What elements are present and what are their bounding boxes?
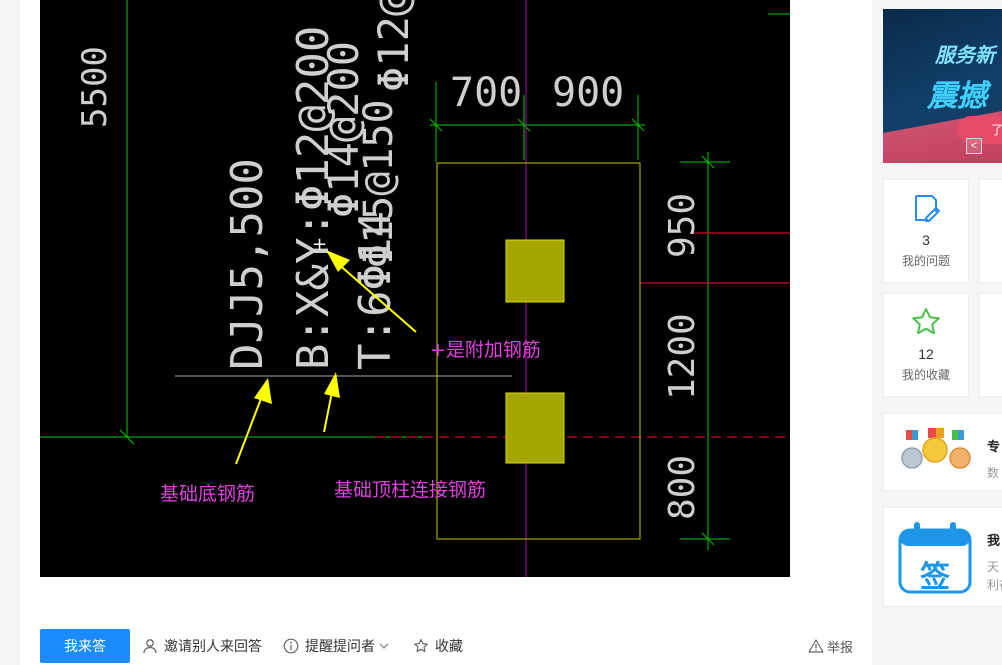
calendar-signin-icon	[898, 522, 972, 594]
answer-action-bar: 我来答 邀请别人来回答 提醒提问者 收藏 举报	[40, 628, 855, 664]
banner-subheadline: 震撼	[927, 80, 987, 113]
remind-label: 提醒提问者	[305, 638, 375, 654]
expert-card-desc: 数	[987, 466, 1000, 480]
report-button[interactable]: 举报	[808, 628, 853, 664]
expert-card-title: 专	[987, 439, 1001, 454]
cad-label-djj: DJJ5,500	[222, 158, 273, 370]
invite-label: 邀请别人来回答	[164, 638, 262, 654]
cad-label-plus: +	[312, 234, 327, 255]
invite-answer-button[interactable]: 邀请别人来回答	[142, 628, 262, 664]
annotation-bottom-rebar: 基础底钢筋	[160, 483, 255, 505]
cad-label-phi14: Φ14@200	[319, 41, 368, 218]
report-label: 举报	[827, 639, 854, 655]
star-outline-icon	[884, 306, 968, 338]
banner-prev-arrow-icon[interactable]: <	[966, 138, 982, 154]
my-questions-card[interactable]: 3 我的问题	[883, 179, 969, 283]
warning-icon	[808, 639, 824, 653]
cad-label-950: 950	[662, 193, 703, 258]
cad-label-phi12: Φ12@2	[369, 0, 418, 92]
cad-label-phi15: Φ15@150	[356, 99, 402, 268]
star-icon	[414, 638, 428, 653]
cad-drawing-image: 5500 DJJ5,500 B:X&Y:Φ12@200 T:6Φ14 Φ14@2…	[40, 0, 790, 577]
expert-card[interactable]: 专 数	[883, 413, 1002, 491]
my-favorites-card[interactable]: 12 我的收藏	[883, 293, 969, 397]
banner-cta-button[interactable]: 了	[957, 116, 1002, 144]
signin-card-desc: 天	[987, 560, 1000, 574]
my-questions-label: 我的问题	[901, 254, 950, 268]
signin-badge-text: 签	[920, 561, 950, 594]
my-favorites-count: 12	[918, 346, 934, 362]
info-icon	[283, 638, 299, 654]
favorite-button[interactable]: 收藏	[413, 628, 463, 664]
signin-card-desc2: 利在	[987, 578, 1002, 592]
cad-label-800: 800	[662, 455, 703, 520]
annotation-additional-rebar: +是附加钢筋	[430, 339, 541, 361]
banner-headline: 服务新	[935, 45, 995, 67]
signin-card-title: 我	[987, 533, 1001, 548]
cad-label-t: T:6Φ14	[350, 211, 401, 370]
stat-card-partial[interactable]	[979, 179, 1002, 283]
cad-label-5500: 5500	[75, 46, 115, 128]
chevron-down-icon	[379, 643, 389, 649]
cad-label-1200: 1200	[662, 313, 703, 400]
answer-button[interactable]: 我来答	[40, 629, 130, 663]
cad-label-900: 900	[552, 70, 624, 116]
medals-icon	[901, 428, 971, 469]
signin-card[interactable]: 签 我 天 利在	[883, 507, 1002, 607]
edit-note-icon	[884, 192, 968, 224]
cad-label-700: 700	[450, 70, 522, 116]
stat-card-partial[interactable]	[979, 293, 1002, 397]
right-sidebar: 服务新 震撼 了 < 3 我的问题 12 我的收藏 专 数	[883, 0, 1002, 665]
user-icon	[143, 639, 157, 654]
annotation-top-column-rebar: 基础顶柱连接钢筋	[334, 479, 486, 501]
promo-banner[interactable]: 服务新 震撼 了 <	[883, 9, 1002, 163]
my-questions-count: 3	[922, 232, 930, 248]
my-favorites-label: 我的收藏	[901, 368, 950, 382]
remind-asker-button[interactable]: 提醒提问者	[283, 628, 390, 664]
favorite-label: 收藏	[435, 638, 463, 654]
cad-label-bxy: B:X&Y:Φ12@200	[288, 26, 339, 370]
